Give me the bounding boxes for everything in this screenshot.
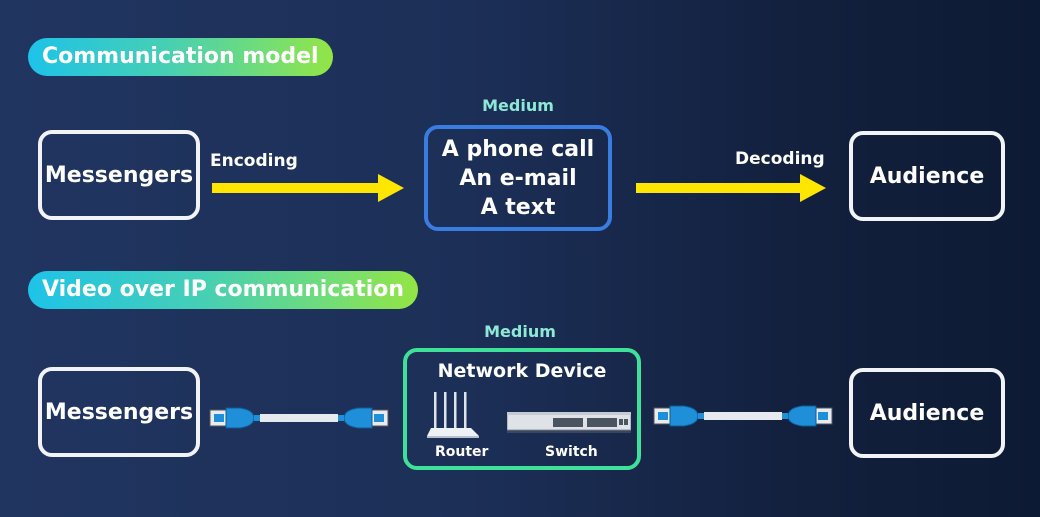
audience-label: Audience [869,400,985,426]
medium-label-1: Medium [482,96,554,115]
network-device-title: Network Device [437,360,607,382]
ethernet-cable-icon [209,407,389,429]
audience-box: Audience [849,131,1005,221]
section-title-communication-model: Communication model [28,38,333,76]
messengers-box: Messengers [38,130,200,220]
encoding-arrow-icon [212,174,404,202]
messengers-box: Messengers [38,367,200,457]
medium-item: A text [480,194,556,220]
medium-box: A phone call An e-mail A text [424,125,612,231]
messengers-label: Messengers [44,399,194,425]
audience-box: Audience [849,368,1005,458]
medium-item: An e-mail [459,165,577,191]
switch-label: Switch [545,444,598,460]
encoding-label: Encoding [210,151,298,171]
network-device-box: Network Device Router Switch [403,348,641,470]
router-label: Router [435,444,489,460]
medium-label-2: Medium [484,322,556,341]
ethernet-cable-icon [653,405,833,427]
router-icon [427,392,479,438]
switch-icon [507,412,631,433]
messengers-label: Messengers [44,162,194,188]
decoding-label: Decoding [735,149,825,169]
decoding-arrow-icon [636,174,826,202]
audience-label: Audience [869,163,985,189]
medium-item: A phone call [441,136,595,162]
section-title-video-over-ip: Video over IP communication [28,271,419,309]
